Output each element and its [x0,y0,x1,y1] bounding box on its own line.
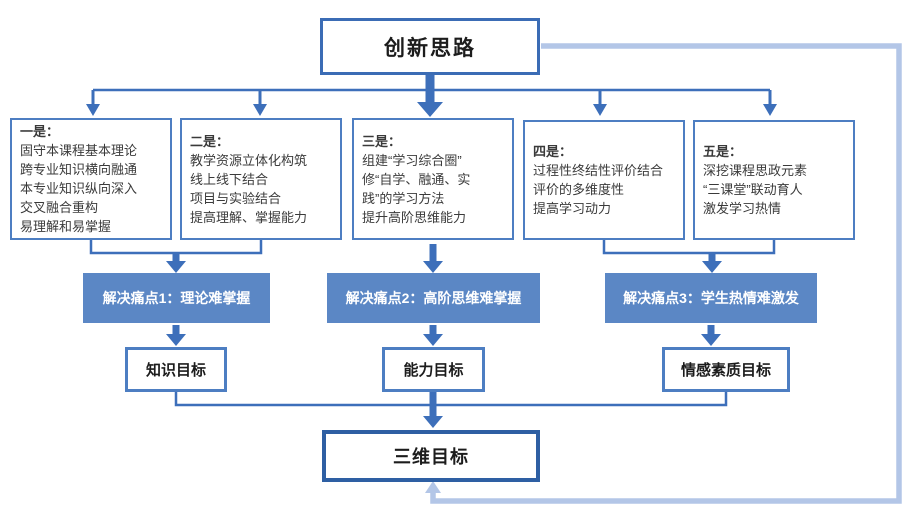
goal-collector-line [174,392,728,407]
goal-box-knowledge: 知识目标 [125,347,227,392]
arrowhead-icon [423,334,443,346]
arrowhead-icon [166,261,186,273]
strategy-line: 易理解和易掌握 [20,219,112,234]
strategy-heading: 一是： [20,124,60,139]
strategy-heading: 二是： [190,133,230,149]
feedback-arrowhead-icon [425,481,441,493]
strategy-line: 教学资源立体化构筑 [190,152,308,168]
strategy-line: 固守本课程基本理论 [20,143,138,158]
bracket-left-line [89,240,263,255]
pain-point-bar-1: 解决痛点1：理论难掌握 [83,273,270,323]
strategy-line: 过程性终结性评价结合 [533,163,664,178]
arrowhead-icon [702,261,722,273]
arrowhead-icon [166,334,186,346]
strategy-heading: 四是： [533,144,573,159]
strategy-line: 提高学习动力 [533,201,612,216]
strategy-line: “三课堂”联动育人 [703,182,803,197]
final-goal-box: 三维目标 [322,430,540,482]
arrowhead-icon [423,261,443,273]
pain-point-bar-2: 解决痛点2：高阶思维难掌握 [327,273,540,323]
goal-box-ability: 能力目标 [382,347,485,392]
arrowhead-icon [423,416,443,428]
bracket-right-line [602,240,776,255]
strategy-line: 组建“学习综合圈” [362,152,462,168]
strategy-box-5: 五是： 深挖课程思政元素 “三课堂”联动育人 激发学习热情 [693,120,855,240]
strategy-box-2: 二是： 教学资源立体化构筑 线上线下结合 项目与实验结合 提高理解、掌握能力 [180,118,342,240]
strategy-line: 本专业知识纵向深入 [20,181,138,196]
strategy-heading: 五是： [703,144,743,159]
strategy-line: 线上线下结合 [190,171,269,187]
strategy-line: 深挖课程思政元素 [703,163,808,178]
strategy-line: 交叉融合重构 [20,200,99,215]
strategy-heading: 三是： [362,133,402,149]
strategy-box-1: 一是： 固守本课程基本理论 跨专业知识横向融通 本专业知识纵向深入 交叉融合重构… [10,118,172,240]
strategy-line: 修“自学、融通、实 [362,171,471,187]
arrowhead-icon [86,104,100,116]
strategy-line: 提高理解、掌握能力 [190,209,308,225]
arrowhead-icon [701,334,721,346]
strategy-box-3: 三是： 组建“学习综合圈” 修“自学、融通、实 践”的学习方法 提升高阶思维能力 [352,118,514,240]
strategy-line: 跨专业知识横向融通 [20,162,138,177]
strategy-line: 激发学习热情 [703,201,782,216]
arrowhead-icon [593,104,607,116]
arrowhead-icon [417,102,443,117]
strategy-line: 践”的学习方法 [362,190,445,206]
strategy-line: 评价的多维度性 [533,182,625,197]
strategy-line: 项目与实验结合 [190,190,282,206]
strategy-line: 提升高阶思维能力 [362,209,467,225]
arrowhead-icon [253,104,267,116]
arrowhead-icon [763,104,777,116]
pain-point-bar-3: 解决痛点3：学生热情难激发 [605,273,817,323]
flowchart-title: 创新思路 [320,18,540,75]
strategy-box-4: 四是： 过程性终结性评价结合 评价的多维度性 提高学习动力 [523,120,685,240]
goal-box-emotion: 情感素质目标 [662,347,790,392]
feedback-loop-line [430,43,902,504]
